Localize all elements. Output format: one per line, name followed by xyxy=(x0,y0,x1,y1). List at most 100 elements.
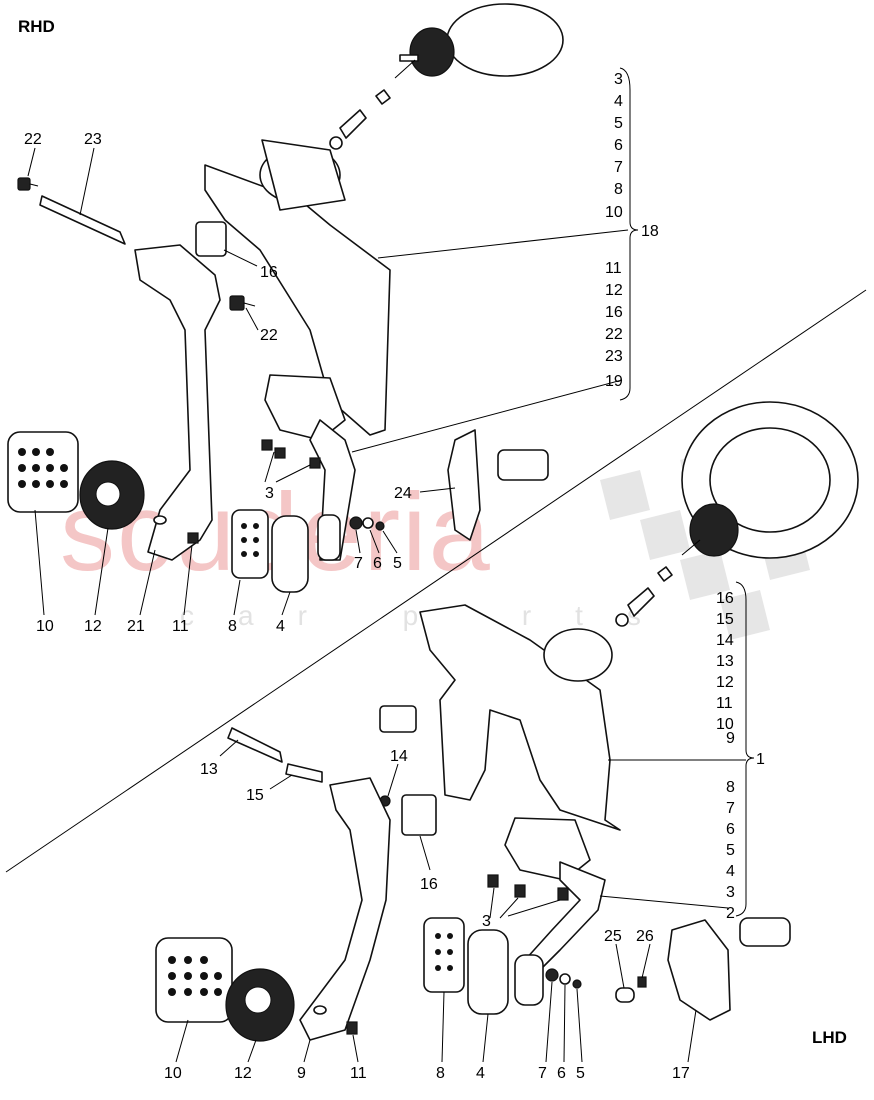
lhd-list-item: 11 xyxy=(716,695,733,712)
lhd-list-item: 13 xyxy=(716,653,734,670)
lhd-bracket-16 xyxy=(401,794,437,836)
rhd-screws-3 xyxy=(261,439,321,469)
callout-8: 8 xyxy=(228,618,237,635)
callout-3: 3 xyxy=(265,485,274,502)
rhd-sensor-24 xyxy=(447,429,549,541)
lhd-cover-17 xyxy=(667,917,791,1021)
rhd-accel-pad-8 xyxy=(231,509,269,579)
rhd-bracket-16 xyxy=(195,221,227,257)
rhd-list-item: 16 xyxy=(605,304,623,321)
callout-5: 5 xyxy=(576,1065,585,1082)
lhd-brake-booster xyxy=(681,401,859,559)
lhd-list-item: 15 xyxy=(716,611,734,628)
lhd-list-item: 4 xyxy=(726,863,735,880)
rhd-pivot-shaft-23 xyxy=(39,195,126,245)
rhd-list-item: 4 xyxy=(614,93,623,110)
rhd-brake-pad-10 xyxy=(7,431,79,513)
lhd-screw-11 xyxy=(346,1021,358,1035)
callout-3: 3 xyxy=(482,913,491,930)
callout-4: 4 xyxy=(276,618,285,635)
lhd-list-item: 5 xyxy=(726,842,735,859)
lhd-pedal-box-bracket xyxy=(419,604,621,831)
rhd-list-item: 7 xyxy=(614,159,623,176)
callout-22: 22 xyxy=(24,131,42,148)
callout-13: 13 xyxy=(200,761,218,778)
lhd-list-item: 2 xyxy=(726,905,735,922)
rhd-list-item: 12 xyxy=(605,282,623,299)
callout-10: 10 xyxy=(36,618,54,635)
lhd-pedal-cover-4 xyxy=(467,929,509,1015)
rhd-list-item: 8 xyxy=(614,181,623,198)
callout-12: 12 xyxy=(84,618,102,635)
lhd-bracket-list: 16 15 14 13 12 11 10 9 1 8 7 6 5 4 3 2 xyxy=(716,590,765,922)
callout-8: 8 xyxy=(436,1065,445,1082)
callout-9: 9 xyxy=(297,1065,306,1082)
rhd-accelerator-module xyxy=(264,374,356,561)
lhd-list-item: 9 xyxy=(726,730,735,747)
rhd-list-item: 11 xyxy=(605,260,622,277)
rhd-leaders xyxy=(27,67,639,616)
lhd-header: LHD xyxy=(812,1028,847,1047)
rhd-list-item: 3 xyxy=(614,71,623,88)
lhd-pivot-bolt-13 xyxy=(227,727,283,763)
section-divider xyxy=(5,289,867,873)
rhd-list-item: 23 xyxy=(605,348,623,365)
rhd-bracket-ref: 18 xyxy=(641,223,659,240)
lhd-switch-14 xyxy=(379,705,417,733)
callout-11: 11 xyxy=(350,1065,367,1082)
lhd-sleeve-15 xyxy=(285,763,323,783)
rhd-list-item: 6 xyxy=(614,137,623,154)
lhd-nuts-7-6-5 xyxy=(545,968,582,989)
lhd-list-item: 12 xyxy=(716,674,734,691)
callout-26: 26 xyxy=(636,928,654,945)
callout-6: 6 xyxy=(373,555,382,572)
rhd-booster-nut xyxy=(375,89,391,105)
lhd-footrest-12 xyxy=(225,968,295,1042)
rhd-pedal-cover-4 xyxy=(271,515,309,593)
callout-22b: 22 xyxy=(260,327,278,344)
callout-11: 11 xyxy=(172,618,189,635)
rhd-screw-11 xyxy=(187,532,199,544)
lhd-accelerator-module xyxy=(504,817,606,1006)
lhd-list-item: 7 xyxy=(726,800,735,817)
lhd-list-item: 14 xyxy=(716,632,734,649)
lhd-bracket-ref: 1 xyxy=(756,751,765,768)
rhd-brake-pedal-arm-21 xyxy=(134,244,221,561)
callout-21: 21 xyxy=(127,618,145,635)
rhd-pushrod-clevis xyxy=(329,109,367,150)
rhd-list-item: 10 xyxy=(605,204,623,221)
lhd-list-item: 16 xyxy=(716,590,734,607)
rhd-header: RHD xyxy=(18,17,55,36)
callout-14: 14 xyxy=(390,748,408,765)
watermark-sub: car parts xyxy=(180,600,685,631)
rhd-pedal-box-bracket xyxy=(204,139,391,436)
lhd-list-item: 10 xyxy=(716,716,734,733)
callout-12: 12 xyxy=(234,1065,252,1082)
rhd-bolt-22b xyxy=(229,295,256,311)
callout-23: 23 xyxy=(84,131,102,148)
callout-17: 17 xyxy=(672,1065,690,1082)
lhd-list-item: 3 xyxy=(726,884,735,901)
callout-7: 7 xyxy=(354,555,363,572)
callout-10: 10 xyxy=(164,1065,182,1082)
lhd-screws-3 xyxy=(487,874,569,901)
lhd-list-item: 6 xyxy=(726,821,735,838)
rhd-nuts-7-6-5 xyxy=(349,516,385,531)
rhd-bolt-22 xyxy=(17,177,39,191)
lhd-screw-26 xyxy=(637,976,647,988)
lhd-leaders xyxy=(175,581,755,1063)
lhd-accel-pad-8 xyxy=(423,917,465,993)
callout-15: 15 xyxy=(246,787,264,804)
callout-24: 24 xyxy=(394,485,412,502)
rhd-list-item: 22 xyxy=(605,326,623,343)
lhd-booster-nut xyxy=(657,566,673,582)
lhd-brake-pad-10 xyxy=(155,937,233,1023)
callout-16: 16 xyxy=(260,264,278,281)
callout-7: 7 xyxy=(538,1065,547,1082)
lhd-brake-pedal-arm-9 xyxy=(299,777,391,1041)
callout-6: 6 xyxy=(557,1065,566,1082)
callout-25: 25 xyxy=(604,928,622,945)
lhd-pushrod-clevis xyxy=(615,587,655,627)
rhd-callouts: 22 23 16 22 3 24 7 6 5 10 12 21 11 8 4 xyxy=(24,131,412,635)
